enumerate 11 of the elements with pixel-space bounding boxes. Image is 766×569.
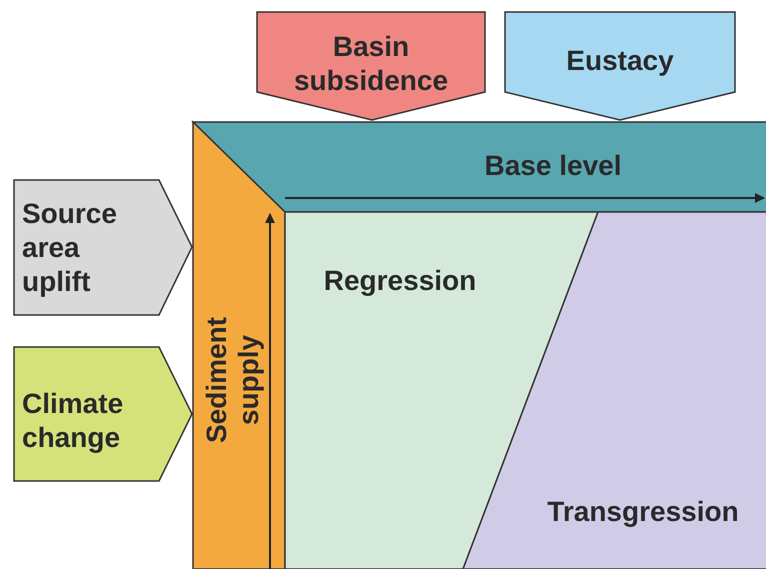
pentagon-arrow-box	[257, 12, 485, 120]
node-label: Transgression	[546, 495, 740, 529]
node-label: Sediment supply	[201, 316, 265, 446]
node-label: Eustacy	[565, 44, 675, 78]
node-label: Basin subsidence	[292, 30, 450, 98]
pentagon-arrow-box	[14, 347, 192, 481]
pentagon-arrow-box	[505, 12, 735, 120]
node-label: Regression	[322, 264, 478, 298]
node-label: Source area uplift	[22, 197, 118, 299]
node-label: Climate change	[22, 387, 124, 455]
pentagon-arrow-box	[14, 180, 192, 315]
